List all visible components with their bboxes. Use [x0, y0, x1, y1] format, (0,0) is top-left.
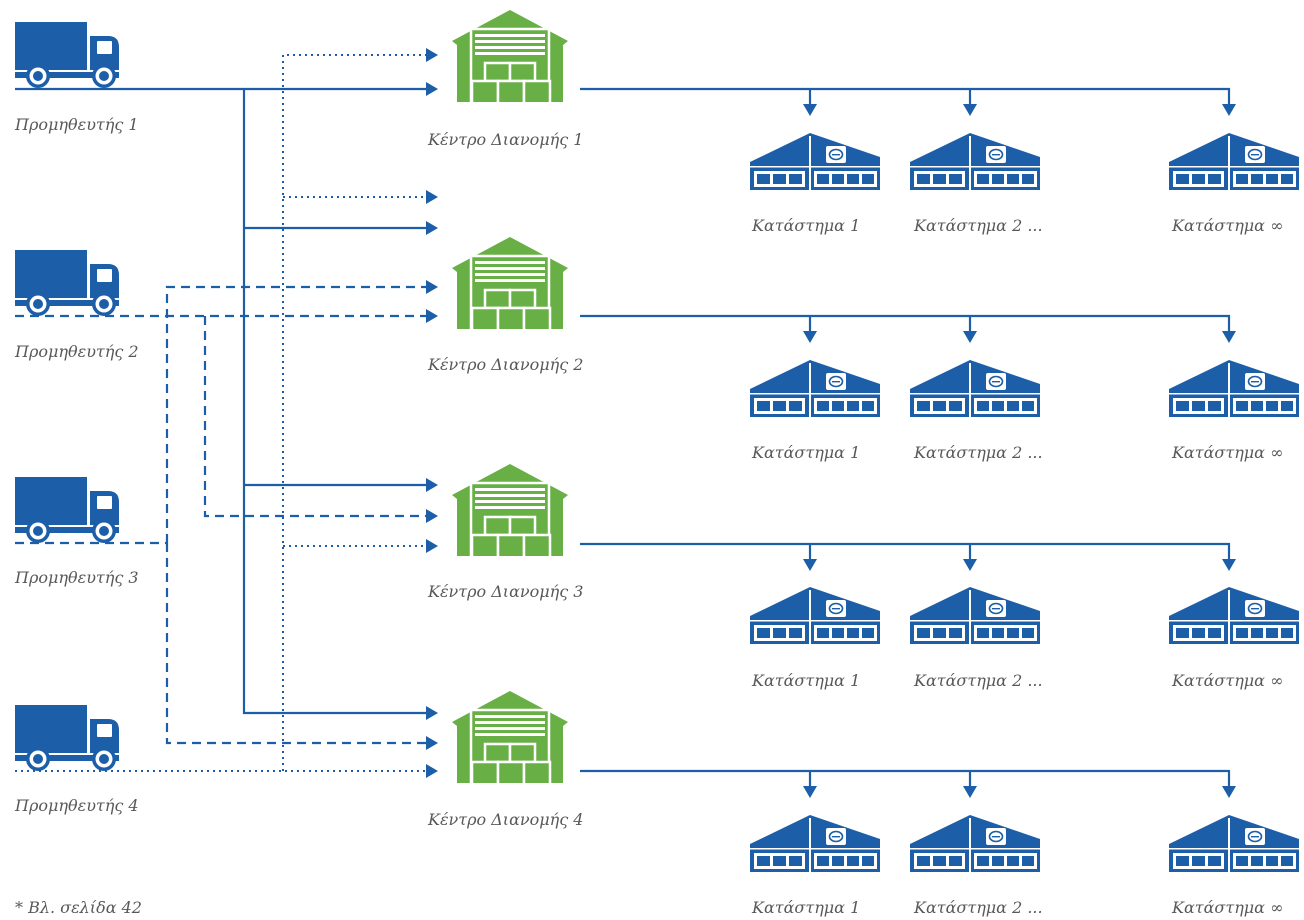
truck-icon [15, 477, 119, 543]
stores-row-2: Κατάστημα 1 Κατάστημα 2 ... Κατάστημα ∞ [750, 360, 1299, 462]
truck-icon [15, 22, 119, 88]
store-icon [1169, 815, 1299, 872]
store-routes-4 [580, 769, 1236, 798]
supplier-label: Προμηθευτής 3 [14, 568, 139, 587]
store-label: Κατάστημα 1 [751, 898, 860, 917]
warehouse-icon [452, 10, 568, 102]
supplier-label: Προμηθευτής 2 [14, 342, 139, 361]
store-infinity: Κατάστημα ∞ [1169, 360, 1299, 462]
store-label: Κατάστημα 2 ... [913, 216, 1043, 235]
warehouse-icon [452, 691, 568, 783]
store-label: Κατάστημα ∞ [1171, 443, 1283, 462]
supplier-4: Προμηθευτής 4 [14, 705, 139, 815]
footnote: * Βλ. σελίδα 42 [15, 898, 142, 917]
store-infinity: Κατάστημα ∞ [1169, 133, 1299, 235]
store-2: Κατάστημα 2 ... [910, 360, 1043, 462]
store-routes-1 [580, 87, 1236, 116]
route-line-dashed [165, 543, 438, 750]
store-infinity: Κατάστημα ∞ [1169, 587, 1299, 690]
distribution-center-label: Κέντρο Διανομής 2 [427, 355, 583, 374]
store-icon [1169, 587, 1299, 644]
supplier-2-routes [15, 309, 438, 523]
store-icon [750, 133, 880, 190]
distribution-center-label: Κέντρο Διανομής 3 [427, 582, 583, 601]
stores-row-1: Κατάστημα 1 Κατάστημα 2 ... Κατάστημα ∞ [750, 133, 1299, 235]
store-label: Κατάστημα ∞ [1171, 898, 1283, 917]
store-1: Κατάστημα 1 [750, 133, 880, 235]
route-line-solid [242, 89, 438, 720]
store-routes-3 [580, 542, 1236, 571]
distribution-center-1: Κέντρο Διανομής 1 [427, 10, 583, 149]
distribution-center-label: Κέντρο Διανομής 1 [427, 130, 583, 149]
store-label: Κατάστημα ∞ [1171, 216, 1283, 235]
supplier-4-routes [15, 48, 438, 778]
route-line-solid [580, 87, 1236, 116]
warehouse-icon [452, 464, 568, 556]
route-line-solid [580, 542, 1236, 571]
store-icon [750, 815, 880, 872]
distribution-center-3: Κέντρο Διανομής 3 [427, 464, 583, 601]
supplier-routes [15, 48, 438, 778]
store-routes [580, 87, 1236, 798]
store-label: Κατάστημα 1 [751, 216, 860, 235]
route-line-solid [580, 769, 1236, 798]
store-icon [1169, 133, 1299, 190]
store-routes-2 [580, 314, 1236, 343]
truck-icon [15, 705, 119, 771]
route-line-dotted [282, 48, 438, 771]
store-label: Κατάστημα ∞ [1171, 671, 1283, 690]
distribution-center-4: Κέντρο Διανομής 4 [427, 691, 583, 829]
store-2: Κατάστημα 2 ... [910, 587, 1043, 690]
supplier-3: Προμηθευτής 3 [14, 477, 139, 587]
warehouse-icon [452, 237, 568, 329]
truck-icon [15, 250, 119, 316]
route-line-dashed [165, 280, 438, 543]
store-icon [1169, 360, 1299, 417]
store-label: Κατάστημα 1 [751, 443, 860, 462]
supplier-label: Προμηθευτής 1 [14, 115, 139, 134]
store-icon [910, 133, 1040, 190]
store-icon [750, 360, 880, 417]
distribution-center-2: Κέντρο Διανομής 2 [427, 237, 583, 374]
store-label: Κατάστημα 1 [751, 671, 860, 690]
store-icon [750, 587, 880, 644]
store-icon [910, 360, 1040, 417]
store-2: Κατάστημα 2 ... [910, 815, 1043, 917]
route-line-dashed [203, 316, 438, 523]
store-1: Κατάστημα 1 [750, 815, 880, 917]
store-1: Κατάστημα 1 [750, 587, 880, 690]
supplier-label: Προμηθευτής 4 [14, 796, 139, 815]
supplier-3-routes [15, 280, 438, 750]
store-label: Κατάστημα 2 ... [913, 443, 1043, 462]
supplier-1-routes [15, 82, 438, 720]
stores-row-4: Κατάστημα 1 Κατάστημα 2 ... Κατάστημα ∞ [750, 815, 1299, 917]
stores-row-3: Κατάστημα 1 Κατάστημα 2 ... Κατάστημα ∞ [750, 587, 1299, 690]
route-line-solid [580, 314, 1236, 343]
supplier-1: Προμηθευτής 1 [14, 22, 139, 134]
distribution-center-label: Κέντρο Διανομής 4 [427, 810, 583, 829]
store-icon [910, 815, 1040, 872]
store-label: Κατάστημα 2 ... [913, 671, 1043, 690]
store-icon [910, 587, 1040, 644]
store-2: Κατάστημα 2 ... [910, 133, 1043, 235]
store-label: Κατάστημα 2 ... [913, 898, 1043, 917]
store-1: Κατάστημα 1 [750, 360, 880, 462]
store-infinity: Κατάστημα ∞ [1169, 815, 1299, 917]
supplier-2: Προμηθευτής 2 [14, 250, 139, 361]
